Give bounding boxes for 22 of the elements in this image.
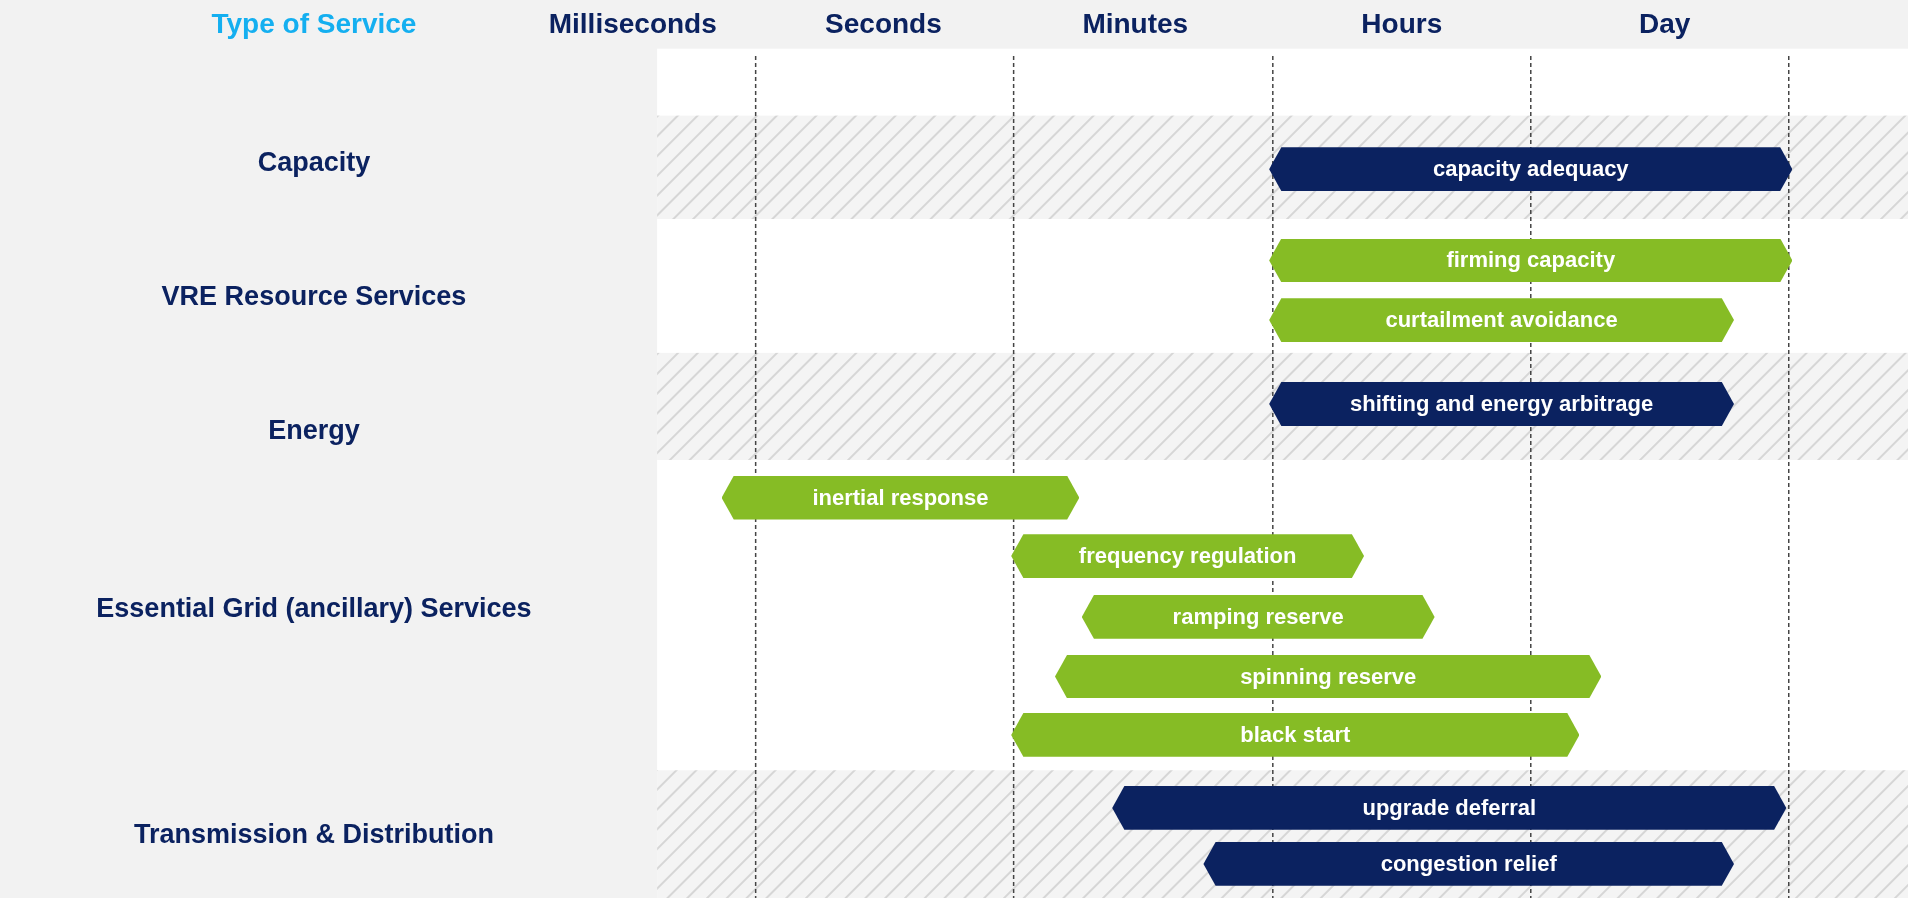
service-bar: congestion relief xyxy=(1203,842,1734,886)
column-header: Milliseconds xyxy=(548,8,717,41)
row-label: Essential Grid (ancillary) Services xyxy=(96,592,532,624)
column-header: Hours xyxy=(1361,8,1443,41)
service-bar: curtailment avoidance xyxy=(1269,298,1734,342)
service-bar: capacity adequacy xyxy=(1269,147,1793,192)
service-bar: inertial response xyxy=(721,475,1080,520)
service-bar: firming capacity xyxy=(1269,238,1793,283)
column-header: Type of Service xyxy=(211,8,417,41)
service-bar: ramping reserve xyxy=(1081,595,1435,639)
column-header: Day xyxy=(1638,8,1691,41)
row-label: Transmission & Distribution xyxy=(133,818,494,850)
service-bar: spinning reserve xyxy=(1055,654,1602,699)
service-bar: black start xyxy=(1011,713,1580,757)
column-header: Seconds xyxy=(825,8,942,41)
row-label: Energy xyxy=(268,414,360,446)
service-bar: frequency regulation xyxy=(1011,534,1365,578)
column-header: Minutes xyxy=(1082,8,1189,41)
service-bar: upgrade deferral xyxy=(1112,786,1787,830)
row-label: VRE Resource Services xyxy=(161,280,467,312)
row-label: Capacity xyxy=(257,146,371,178)
service-bar: shifting and energy arbitrage xyxy=(1269,382,1734,426)
